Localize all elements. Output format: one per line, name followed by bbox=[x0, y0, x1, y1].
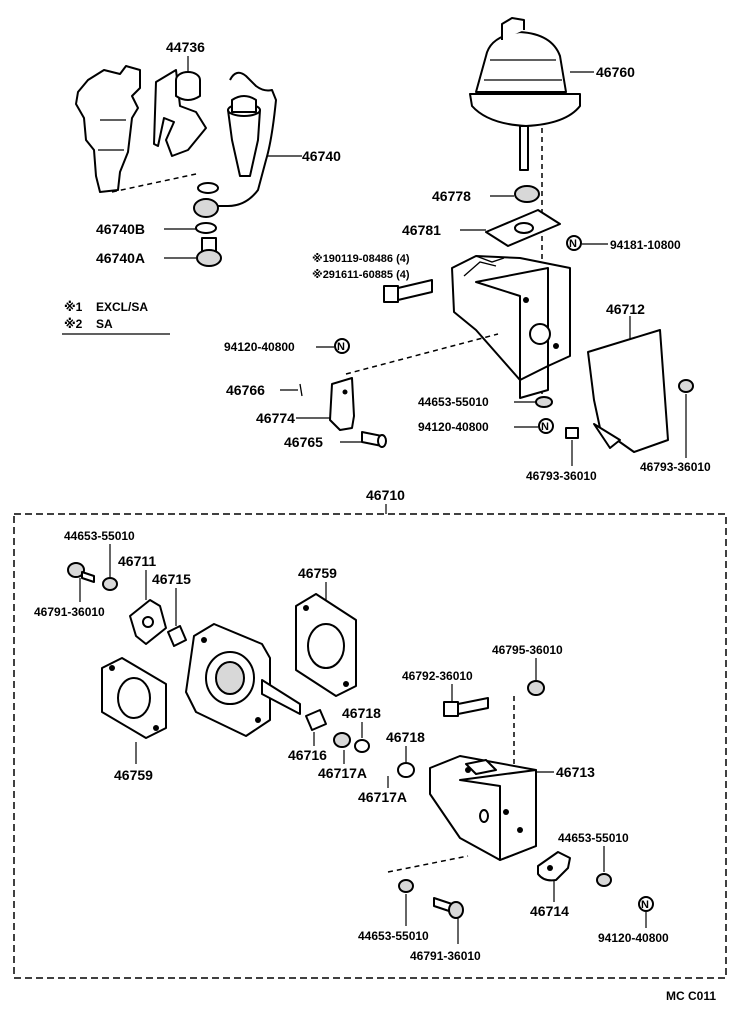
screw-46793-a bbox=[565, 427, 579, 439]
label-44653-b: 44653-55010 bbox=[64, 529, 135, 543]
pin-46765 bbox=[361, 431, 387, 448]
label-46759-left: 46759 bbox=[114, 767, 153, 783]
label-46715: 46715 bbox=[152, 571, 191, 587]
label-46716: 46716 bbox=[288, 747, 327, 763]
gasket-46711 bbox=[129, 599, 167, 645]
label-46774: 46774 bbox=[256, 410, 295, 426]
bolt-top-left bbox=[383, 279, 433, 303]
leader-dashed-link bbox=[345, 333, 499, 375]
label-46740B: 46740B bbox=[96, 221, 145, 237]
clip-46766 bbox=[299, 383, 303, 397]
nut-94120-b: N bbox=[538, 418, 554, 434]
filter-46740 bbox=[214, 71, 277, 207]
label-46712: 46712 bbox=[606, 301, 645, 317]
label-46760: 46760 bbox=[596, 64, 635, 80]
legend-mark-2: ※2 bbox=[64, 317, 83, 331]
legend-text-1: EXCL/SA bbox=[96, 300, 148, 314]
gasket-46781 bbox=[485, 209, 561, 247]
joint-46740B bbox=[193, 198, 219, 234]
injector-body bbox=[75, 65, 141, 193]
plate-46714 bbox=[537, 851, 571, 882]
washer-44653-d bbox=[596, 873, 612, 887]
label-46740: 46740 bbox=[302, 148, 341, 164]
label-44653-a: 44653-55010 bbox=[418, 395, 489, 409]
bracket-44736 bbox=[153, 69, 207, 157]
label-46765: 46765 bbox=[284, 434, 323, 450]
label-46766: 46766 bbox=[226, 382, 265, 398]
label-46759-right: 46759 bbox=[298, 565, 337, 581]
label-46793-b: 46793-36010 bbox=[640, 460, 711, 474]
gasket-46759-right bbox=[295, 593, 357, 697]
washer-46718-b bbox=[397, 762, 415, 778]
bracket-46713 bbox=[429, 755, 537, 861]
label-46718-b: 46718 bbox=[386, 729, 425, 745]
label-44653-d: 44653-55010 bbox=[558, 831, 629, 845]
nut-46795 bbox=[527, 680, 545, 696]
nut-94181: N bbox=[566, 235, 582, 251]
washer-44653-c bbox=[398, 879, 414, 893]
diaphragm-46760 bbox=[469, 17, 581, 171]
label-44736: 44736 bbox=[166, 39, 205, 55]
label-46711: 46711 bbox=[118, 553, 156, 569]
assembly-boundary bbox=[13, 513, 727, 979]
label-46778: 46778 bbox=[432, 188, 471, 204]
label-94120-c: 94120-40800 bbox=[598, 931, 669, 945]
legend-mark-1: ※1 bbox=[64, 300, 83, 314]
washer-46717-a bbox=[333, 732, 351, 748]
bolt-46791-a bbox=[67, 562, 95, 583]
svg-text:N: N bbox=[541, 421, 549, 433]
throttle-body bbox=[185, 623, 301, 737]
washer-44653-b bbox=[102, 577, 118, 591]
washer-small bbox=[197, 182, 219, 194]
label-46795: 46795-36010 bbox=[492, 643, 563, 657]
washer-46778 bbox=[514, 185, 540, 203]
cover-46712 bbox=[587, 329, 669, 453]
leader-dashed-injector bbox=[111, 173, 197, 193]
nut-94120-c: N bbox=[638, 896, 654, 912]
label-94120-b: 94120-40800 bbox=[418, 420, 489, 434]
legend-text-2: SA bbox=[96, 317, 113, 331]
label-46713: 46713 bbox=[556, 764, 595, 780]
bushing-46716 bbox=[305, 709, 327, 731]
label-46740A: 46740A bbox=[96, 250, 145, 266]
leader-dashed-bottom bbox=[387, 855, 469, 873]
label-46718-a: 46718 bbox=[342, 705, 381, 721]
bracket-upper bbox=[451, 255, 571, 399]
label-46717-a: 46717A bbox=[318, 765, 367, 781]
bolt-46792 bbox=[443, 697, 489, 717]
label-46714: 46714 bbox=[530, 903, 569, 919]
svg-text:N: N bbox=[641, 899, 649, 911]
svg-text:N: N bbox=[569, 238, 577, 250]
bushing-46715 bbox=[167, 625, 187, 647]
note-1: ※190119-08486 (4) bbox=[312, 253, 410, 265]
label-46717-b: 46717A bbox=[358, 789, 407, 805]
bolt-46791-b bbox=[433, 897, 464, 919]
note-2: ※291611-60885 (4) bbox=[312, 269, 410, 281]
label-46791-a: 46791-36010 bbox=[34, 605, 105, 619]
bolt-46740A bbox=[196, 237, 222, 267]
washer-46718-a bbox=[354, 739, 370, 753]
footer-code: MC C011 bbox=[666, 989, 716, 1003]
label-94181: 94181-10800 bbox=[610, 238, 681, 252]
svg-text:N: N bbox=[337, 341, 345, 353]
legend: ※1 EXCL/SA ※2 SA bbox=[62, 300, 170, 335]
label-46710: 46710 bbox=[366, 487, 405, 503]
gasket-46759-left bbox=[101, 657, 167, 739]
label-46791-b: 46791-36010 bbox=[410, 949, 481, 963]
label-94120-a: 94120-40800 bbox=[224, 340, 295, 354]
label-44653-c: 44653-55010 bbox=[358, 929, 429, 943]
nut-94120-a: N bbox=[334, 338, 350, 354]
link-46774 bbox=[329, 377, 355, 431]
label-46792: 46792-36010 bbox=[402, 669, 473, 683]
washer-44653-a bbox=[535, 396, 553, 408]
label-46781: 46781 bbox=[402, 222, 441, 238]
screw-46793-b bbox=[678, 379, 694, 393]
label-46793-a: 46793-36010 bbox=[526, 469, 597, 483]
